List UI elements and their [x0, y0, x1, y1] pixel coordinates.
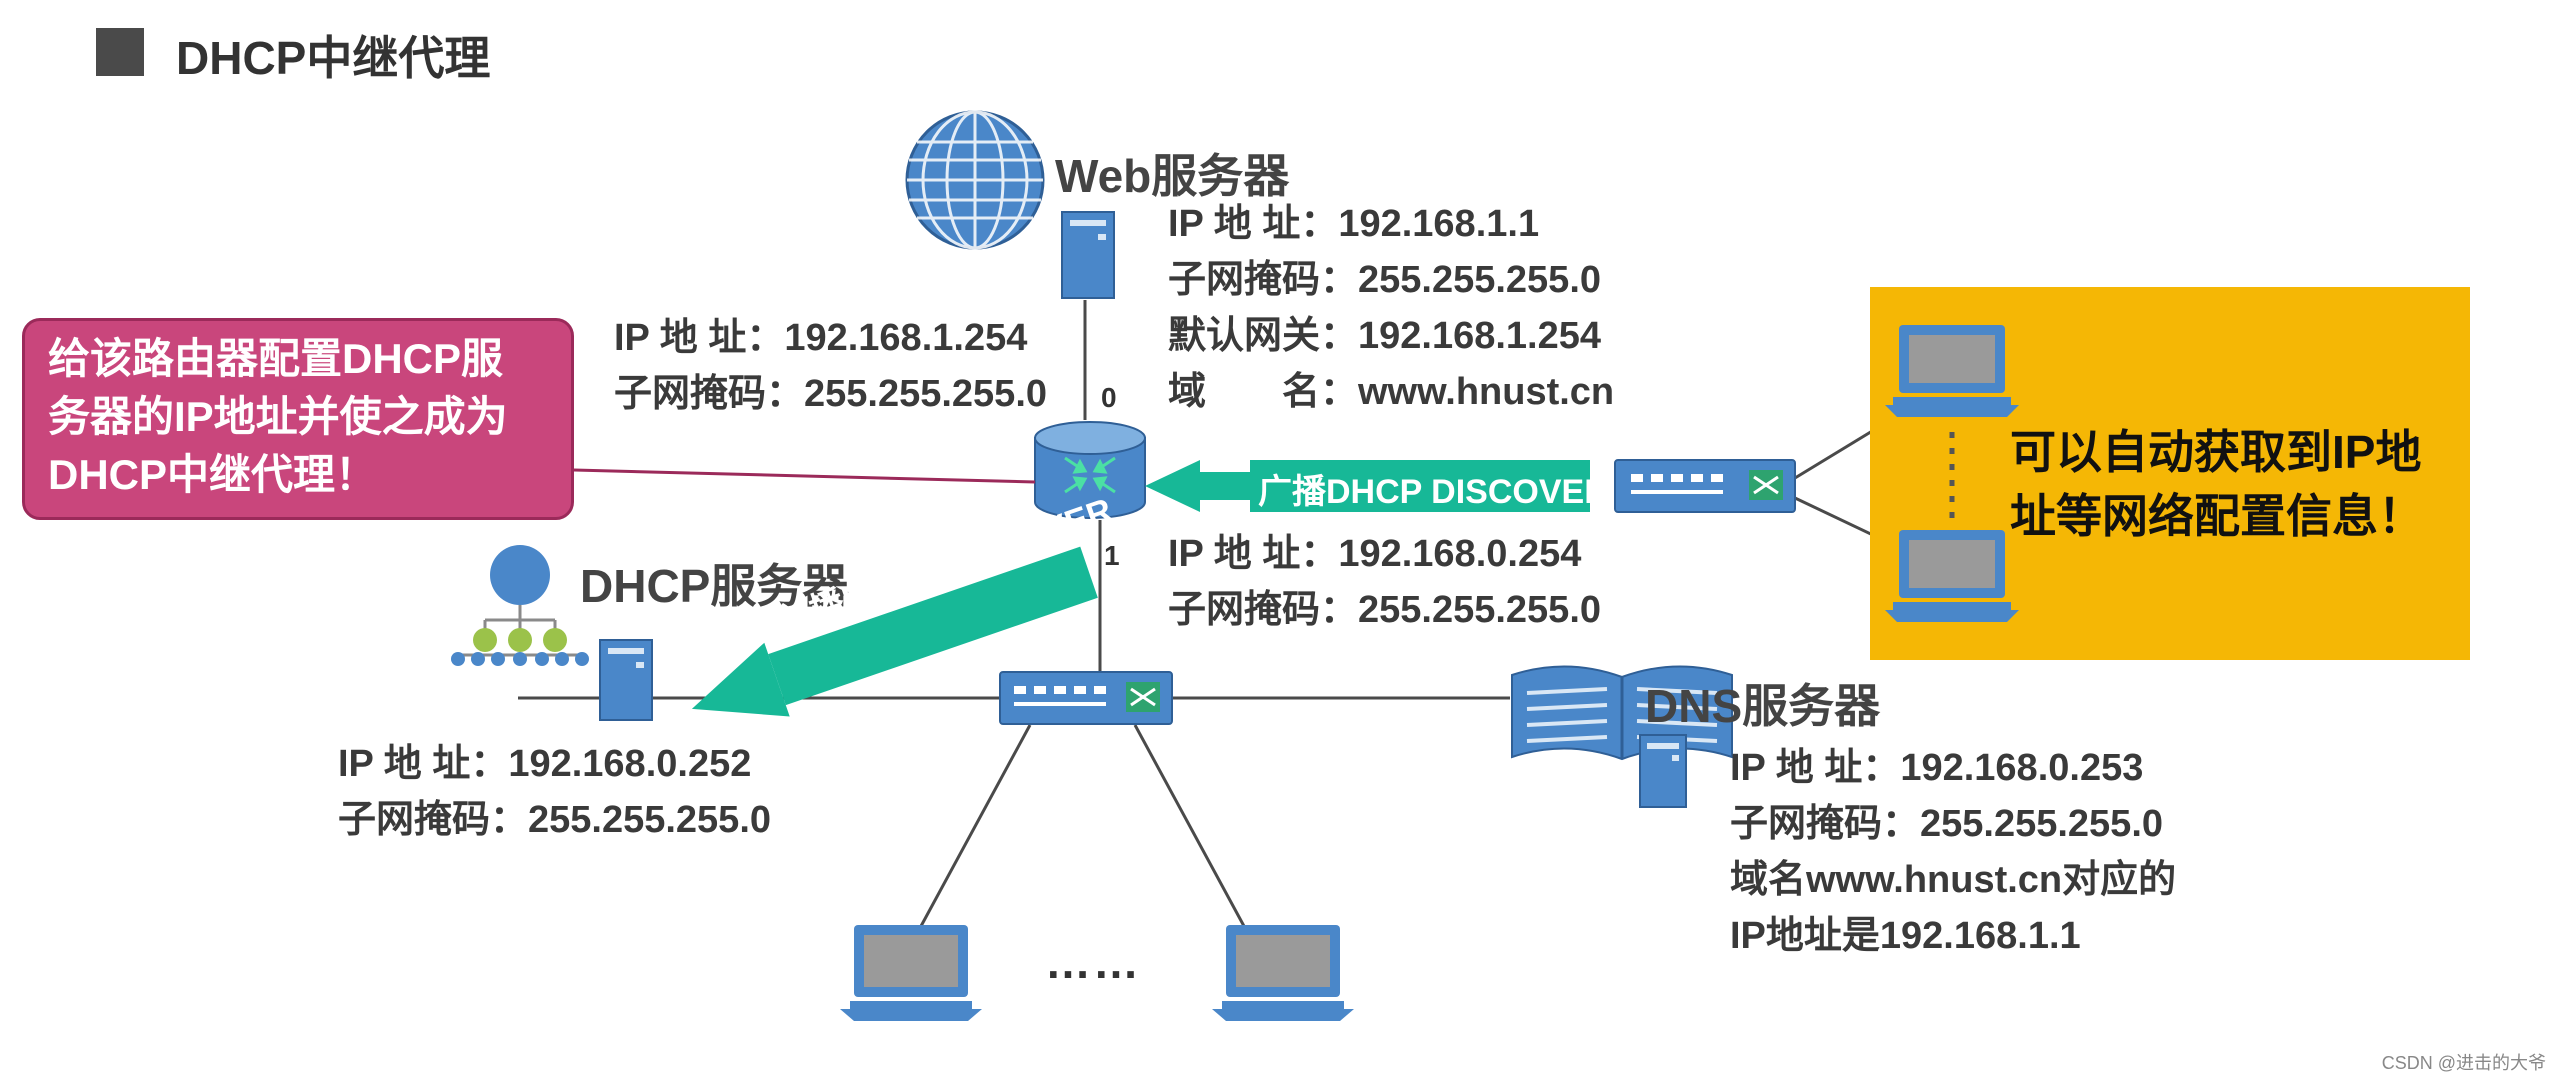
router-if1-ip: IP 地 址：192.168.0.254	[1168, 533, 1582, 575]
callout-text: 给该路由器配置DHCP服 务器的IP地址并使之成为 DHCP中继代理！	[48, 330, 568, 504]
callout-pointer	[573, 468, 1036, 484]
client-info-line-2: 址等网络配置信息！	[2010, 490, 2424, 542]
dhcp-server-mask: 子网掩码：255.255.255.0	[338, 799, 772, 841]
dns-server-note-1: 域名www.hnust.cn对应的	[1730, 859, 2177, 901]
dhcp-server-label: DHCP服务器	[580, 560, 849, 612]
dns-server-icon	[1639, 734, 1687, 808]
link-switch-host1	[918, 724, 1032, 929]
web-server-mask: 子网掩码：255.255.255.0	[1168, 259, 1602, 301]
callout-line-2: 务器的IP地址并使之成为	[48, 393, 508, 440]
callout-line-3: DHCP中继代理！	[48, 451, 378, 498]
router-if0-ip: IP 地 址：192.168.1.254	[614, 317, 1028, 359]
dns-server-ip: IP 地 址：192.168.0.253	[1730, 747, 2144, 789]
laptop-icon-client1	[1885, 325, 2019, 417]
dhcp-server-icon	[599, 639, 653, 721]
web-server-label: Web服务器	[1055, 150, 1290, 202]
hosts-ellipsis: ……	[1045, 936, 1141, 988]
laptop-icon-host1	[840, 925, 982, 1021]
callout-box	[22, 318, 574, 520]
dns-server-label: DNS服务器	[1645, 680, 1881, 732]
dhcp-server-info: IP 地 址：192.168.0.252 子网掩码：255.255.255.0	[338, 736, 771, 848]
router-port-0: 0	[1101, 382, 1117, 413]
laptop-icon-host2	[1212, 925, 1354, 1021]
dns-server-info: IP 地 址：192.168.0.253 子网掩码：255.255.255.0 …	[1730, 740, 2176, 964]
dhcp-server-ip: IP 地 址：192.168.0.252	[338, 743, 752, 785]
web-server-icon	[1061, 211, 1115, 299]
router-icon	[1034, 421, 1146, 519]
globe-icon	[905, 110, 1045, 250]
router-if0-info: IP 地 址：192.168.1.254 子网掩码：255.255.255.0	[614, 310, 1047, 422]
client-info-line-1: 可以自动获取到IP地	[2010, 426, 2422, 478]
org-chart-icon	[451, 545, 589, 666]
web-server-domain: 域 名：www.hnust.cn	[1168, 371, 1615, 413]
dns-server-note-2: IP地址是192.168.1.1	[1730, 915, 2081, 957]
callout-line-1: 给该路由器配置DHCP服	[48, 335, 504, 382]
title-bullet	[96, 28, 144, 76]
web-server-gateway: 默认网关：192.168.1.254	[1168, 315, 1602, 357]
page-title: DHCP中继代理	[176, 32, 491, 84]
broadcast-arrow	[1145, 460, 1590, 512]
laptop-icon-client2	[1885, 530, 2019, 622]
watermark: CSDN @进击的大爷	[2381, 1053, 2546, 1073]
router-if0-mask: 子网掩码：255.255.255.0	[614, 373, 1048, 415]
router-if1-info: IP 地 址：192.168.0.254 子网掩码：255.255.255.0	[1168, 526, 1601, 638]
client-switch-icon	[1614, 459, 1796, 513]
client-info-text: 可以自动获取到IP地 址等网络配置信息！	[2010, 420, 2450, 548]
lan-switch-icon	[999, 671, 1173, 725]
broadcast-arrow-label: 广播DHCP DISCOVER	[1258, 473, 1609, 511]
web-server-ip: IP 地 址：192.168.1.1	[1168, 203, 1540, 245]
link-switch-host2	[1133, 724, 1247, 929]
router-if1-mask: 子网掩码：255.255.255.0	[1168, 589, 1602, 631]
unicast-arrow	[691, 546, 1098, 717]
dns-server-mask: 子网掩码：255.255.255.0	[1730, 803, 2164, 845]
router-port-1: 1	[1104, 540, 1120, 571]
web-server-info: IP 地 址：192.168.1.1 子网掩码：255.255.255.0 默认…	[1168, 196, 1614, 420]
